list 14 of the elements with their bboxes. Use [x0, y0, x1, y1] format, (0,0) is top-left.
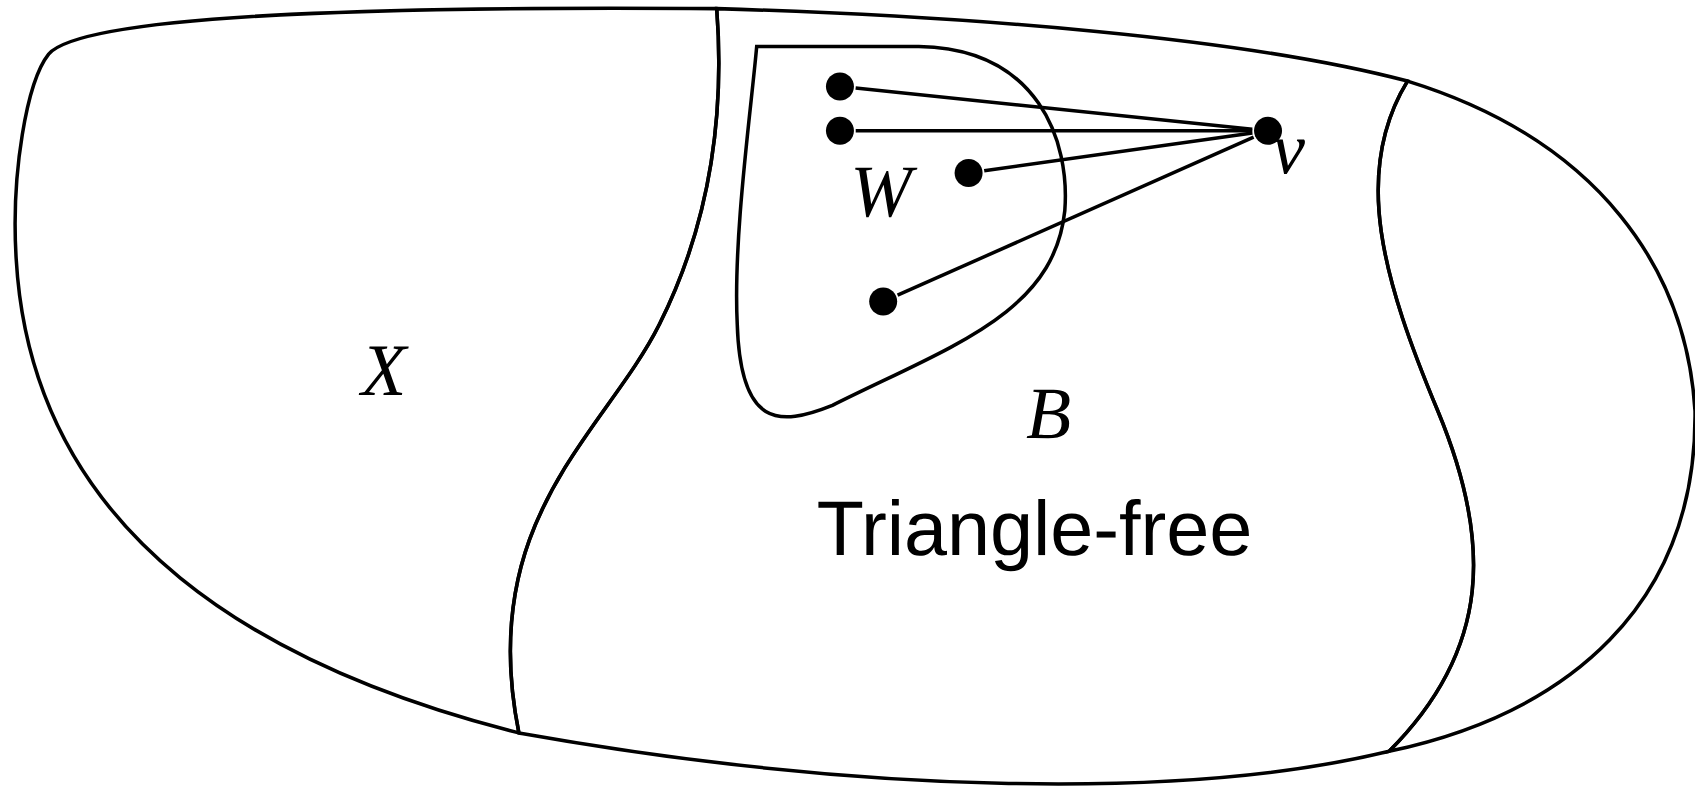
edge-line: [983, 131, 1253, 173]
variable-label: X: [358, 346, 409, 395]
variable-label: B: [1026, 389, 1070, 439]
dot: [825, 116, 854, 145]
variable-label: W: [855, 167, 918, 217]
variable-label: v: [1273, 139, 1305, 174]
dot: [869, 287, 898, 316]
edge-line: [896, 135, 1255, 297]
region-label: Triangle-free: [818, 498, 1249, 571]
edge-line: [855, 128, 1253, 133]
region: [1376, 79, 1695, 753]
dot: [825, 72, 854, 101]
edge-line: [855, 86, 1253, 131]
dot: [954, 158, 983, 187]
